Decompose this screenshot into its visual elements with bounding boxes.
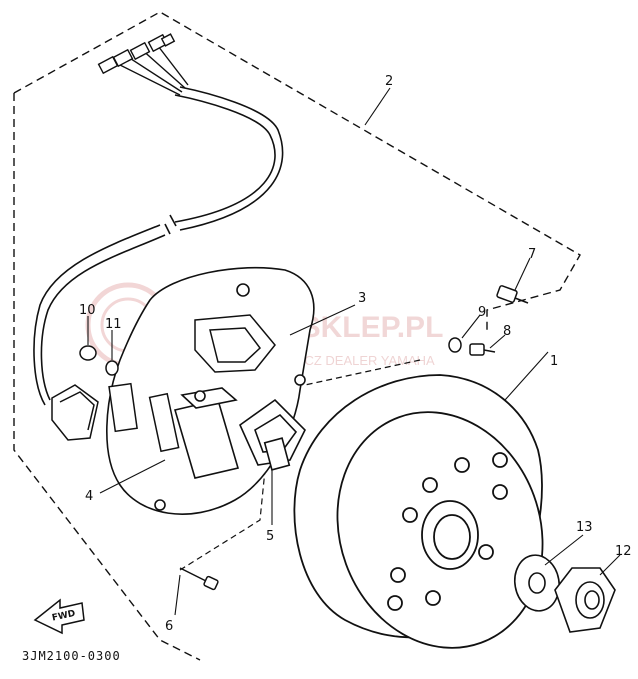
callout-10: 10 bbox=[79, 303, 96, 318]
flywheel-rotor bbox=[293, 374, 544, 649]
callout-8: 8 bbox=[503, 324, 511, 339]
wire-grommet bbox=[51, 384, 99, 441]
callout-1: 1 bbox=[550, 354, 558, 369]
stator-coil-assembly bbox=[108, 314, 276, 453]
pickup-coil bbox=[173, 387, 240, 479]
assembly-dashed-outline bbox=[13, 11, 581, 330]
part-code: 3JM2100-0300 bbox=[22, 649, 121, 663]
screw-dashed-guide bbox=[179, 469, 266, 571]
fwd-label: FWD bbox=[51, 609, 76, 624]
callout-4: 4 bbox=[85, 489, 93, 504]
washer bbox=[513, 554, 561, 612]
callout-11: 11 bbox=[105, 317, 122, 332]
callout-9: 9 bbox=[478, 305, 486, 320]
wire-harness bbox=[33, 86, 284, 406]
screws bbox=[79, 285, 529, 591]
callout-2: 2 bbox=[385, 74, 393, 89]
leader-lines bbox=[87, 87, 621, 616]
assembly-dashed-outline-left bbox=[13, 93, 201, 661]
callout-13: 13 bbox=[576, 520, 593, 535]
fwd-arrow-icon: FWD bbox=[33, 598, 85, 635]
callout-6: 6 bbox=[165, 619, 173, 634]
flywheel-nut bbox=[554, 567, 616, 633]
callout-12: 12 bbox=[615, 544, 632, 559]
source-coil bbox=[239, 398, 306, 471]
callout-3: 3 bbox=[358, 291, 366, 306]
wire-connectors bbox=[97, 33, 189, 96]
callout-7: 7 bbox=[528, 247, 536, 262]
callout-5: 5 bbox=[266, 529, 274, 544]
